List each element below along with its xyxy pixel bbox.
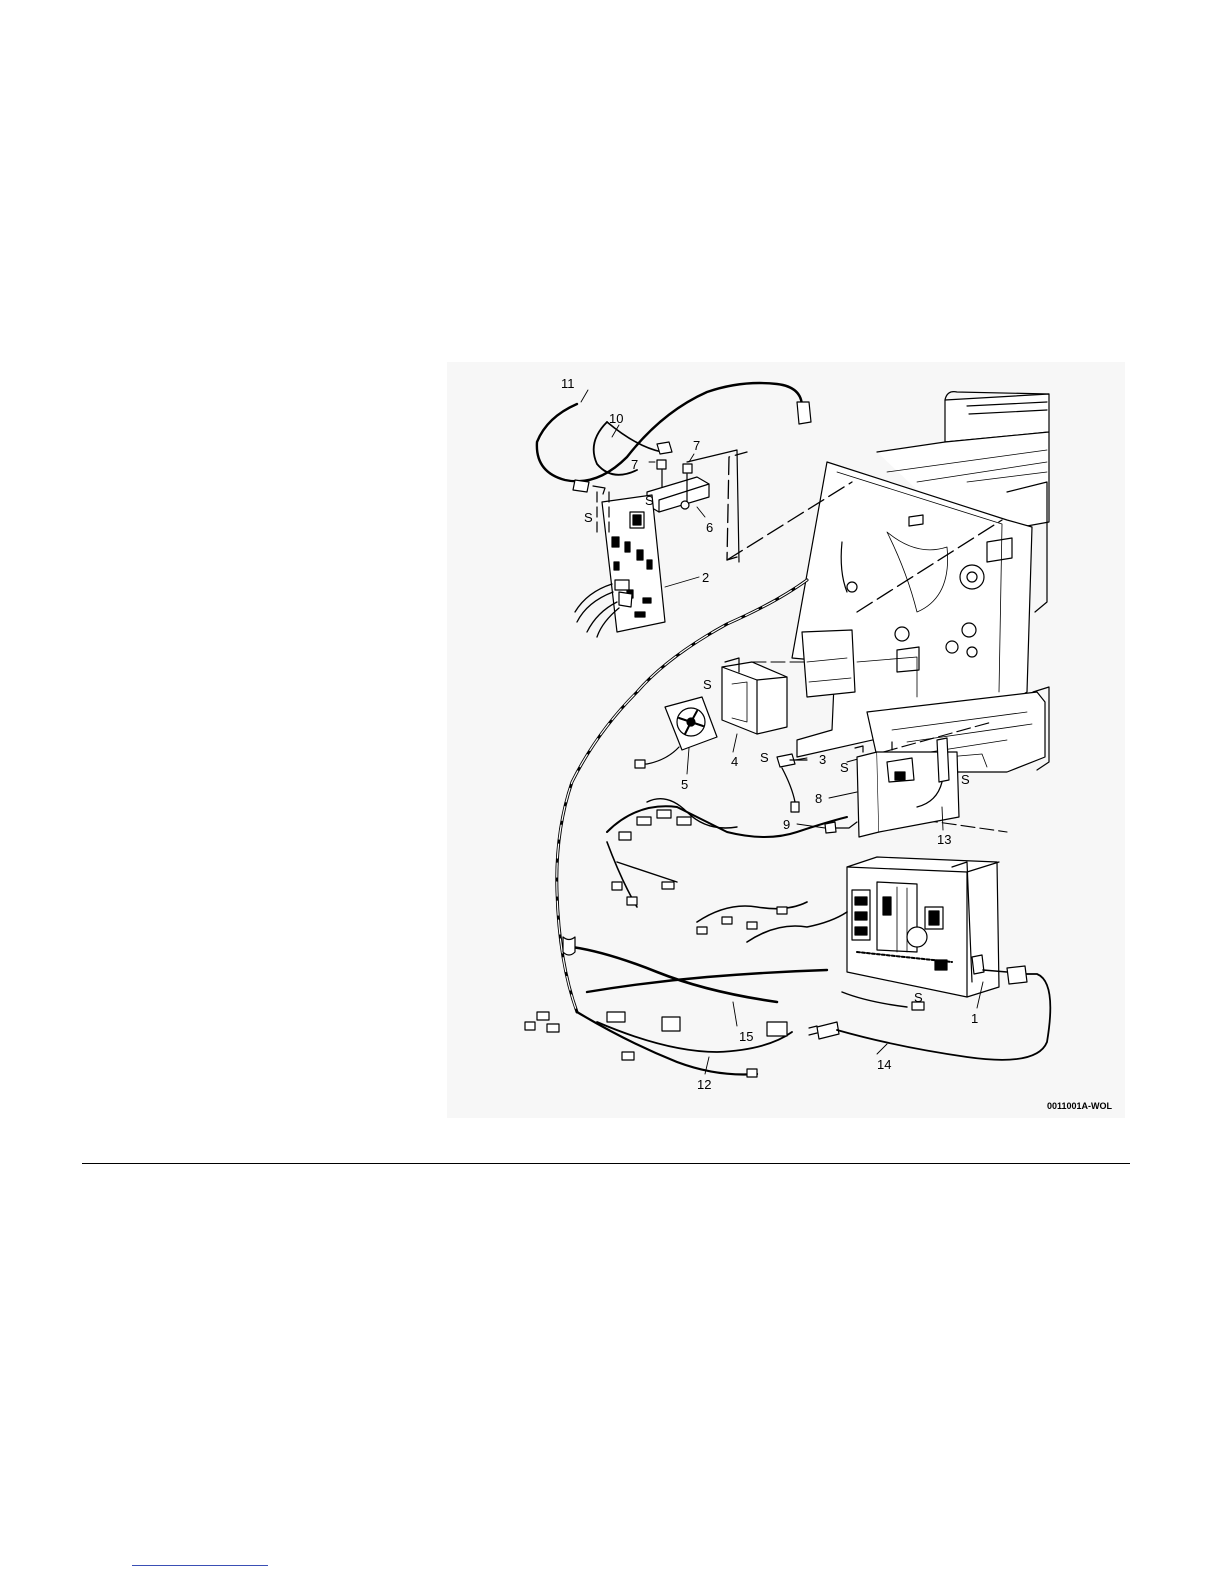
callout-15: 15 [739,1029,753,1044]
cooling-fan-5 [635,697,717,768]
callout-9: 9 [783,817,790,832]
callout-7: 7 [631,457,638,472]
footer-link-underline[interactable] [132,1565,268,1566]
callout-14: 14 [877,1057,891,1072]
screw-marker: S [645,493,654,508]
screw-marker: S [703,677,712,692]
screw-marker: S [914,990,923,1005]
callout-2: 2 [702,570,709,585]
harness-10-11 [537,383,811,494]
callout-11: 11 [561,376,575,391]
callout-5: 5 [681,777,688,792]
callout-10: 10 [609,411,623,426]
callout-6: 6 [706,520,713,535]
figure-id: 0011001A-WOL [1047,1101,1113,1111]
power-supply-1 [847,857,999,997]
screw-marker: S [584,510,593,525]
cable-clip-9 [825,822,857,833]
callout-4: 4 [731,754,738,769]
callout-13: 13 [937,832,951,847]
component-box-4 [722,658,787,734]
callout-3: 3 [819,752,826,767]
section-divider [82,1163,1130,1164]
screw-marker: S [840,760,849,775]
callout-12: 12 [697,1077,711,1092]
sensor-3 [777,754,807,812]
callout-8: 8 [815,791,822,806]
interface-board-8 [855,738,959,837]
callout-1: 1 [971,1011,978,1026]
callout-7: 7 [693,438,700,453]
screw-marker: S [961,772,970,787]
screw-marker: S [760,750,769,765]
exploded-parts-diagram: S S S S S S S 11 10 7 7 6 2 3 4 5 8 9 13… [447,362,1125,1118]
bracket-6 [647,450,739,562]
